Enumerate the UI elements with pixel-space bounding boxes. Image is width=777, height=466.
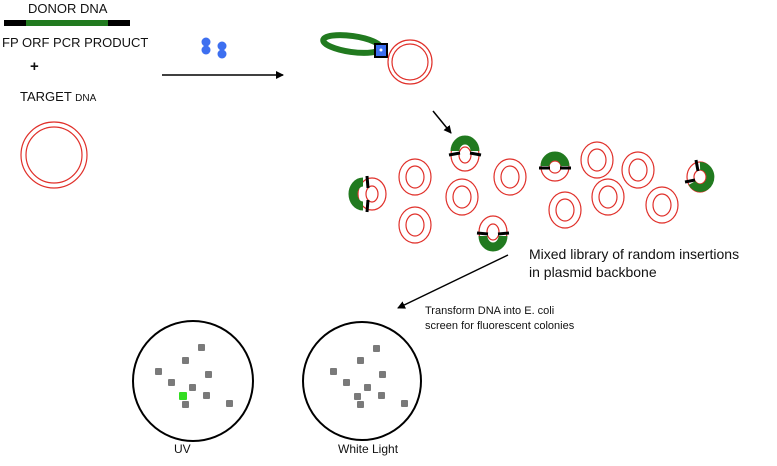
target-plasmid [20, 121, 88, 189]
insertion-plasmid [539, 151, 571, 182]
transposase-icon [201, 37, 227, 59]
white-light-label: White Light [338, 442, 399, 456]
insertion-plasmid [684, 159, 715, 193]
transform-caption: Transform DNA into E. coli screen for fl… [425, 304, 574, 334]
donor-dna-label: DONOR DNA [28, 1, 108, 16]
library-arrow [432, 110, 452, 134]
mixed-library-caption: Mixed library of random insertions in pl… [529, 245, 739, 281]
insertion-plasmid [476, 215, 510, 252]
insertion-plasmid [448, 135, 482, 172]
transform-line-2: screen for fluorescent colonies [425, 319, 575, 332]
transform-arrow [397, 254, 509, 309]
fp-orf-pcr-product-label: FP ORF PCR PRODUCT [2, 35, 149, 50]
transposition-complex [320, 32, 433, 85]
target-dna-small: DNA [75, 93, 97, 104]
target-dna-main: TARGET [20, 89, 76, 104]
uv-label: UV [174, 442, 191, 456]
insertion-plasmids [348, 135, 715, 252]
transform-line-1: Transform DNA into E. coli [425, 305, 555, 317]
target-dna-label: TARGET DNA [20, 89, 97, 105]
plasmid-library [398, 141, 679, 244]
white-light-plate [302, 321, 422, 441]
mixed-library-line-1: Mixed library of random insertions [529, 246, 740, 262]
plus-sign: + [30, 58, 39, 75]
fluorescent-colony [179, 392, 187, 400]
insertion-plasmid [348, 175, 387, 213]
donor-dna-bar [4, 20, 130, 26]
mixed-library-line-2: in plasmid backbone [529, 264, 657, 281]
uv-plate [132, 320, 254, 442]
